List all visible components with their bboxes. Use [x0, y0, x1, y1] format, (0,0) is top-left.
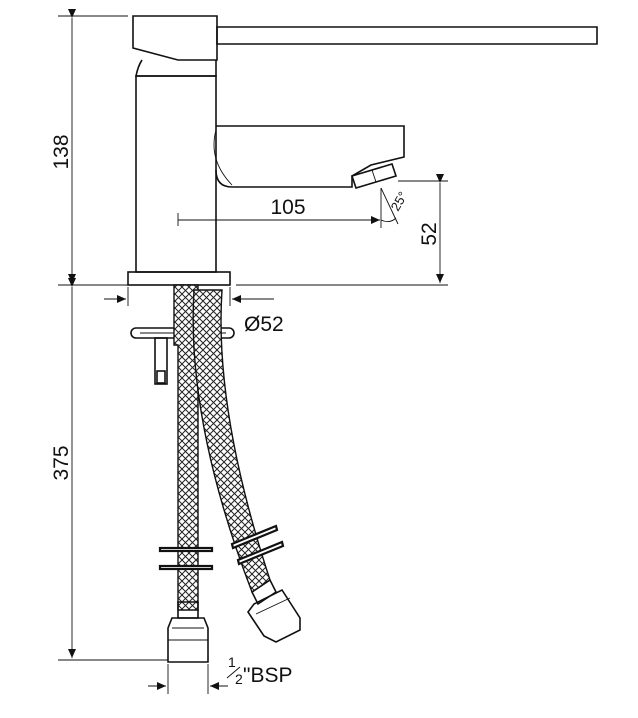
hose-right [192, 289, 301, 643]
dim-105: 105 [177, 196, 380, 226]
dim-angle: 25° [380, 187, 410, 228]
aerator [350, 163, 398, 189]
base-plate [127, 271, 231, 286]
hose-right-fitting [247, 588, 301, 643]
hose-left [158, 284, 214, 663]
dim-52-height-label: 52 [418, 222, 441, 245]
collar [135, 59, 217, 77]
top-cap [132, 15, 218, 61]
hose-left-fitting [167, 617, 209, 663]
dim-52-height: 52 [236, 174, 448, 286]
threaded-stud [154, 337, 168, 385]
dim-thread-den: 2 [235, 671, 243, 687]
dim-375: 375 [50, 278, 168, 661]
dim-thread-suffix: "BSP [243, 664, 292, 687]
dim-diameter-label: Ø52 [244, 313, 284, 336]
main-cylinder [135, 75, 217, 273]
dim-thread-num: 1 [228, 654, 236, 670]
spout-curve [213, 129, 233, 186]
dim-138-label: 138 [50, 134, 73, 169]
dim-diameter: Ø52 [104, 287, 284, 336]
dim-138: 138 [50, 9, 128, 286]
tap-body [127, 15, 598, 286]
dim-105-label: 105 [270, 196, 305, 219]
lever-handle [216, 26, 598, 45]
dim-375-label: 375 [50, 445, 73, 480]
dim-thread: 1 2 "BSP [148, 654, 292, 694]
spout [215, 125, 405, 188]
